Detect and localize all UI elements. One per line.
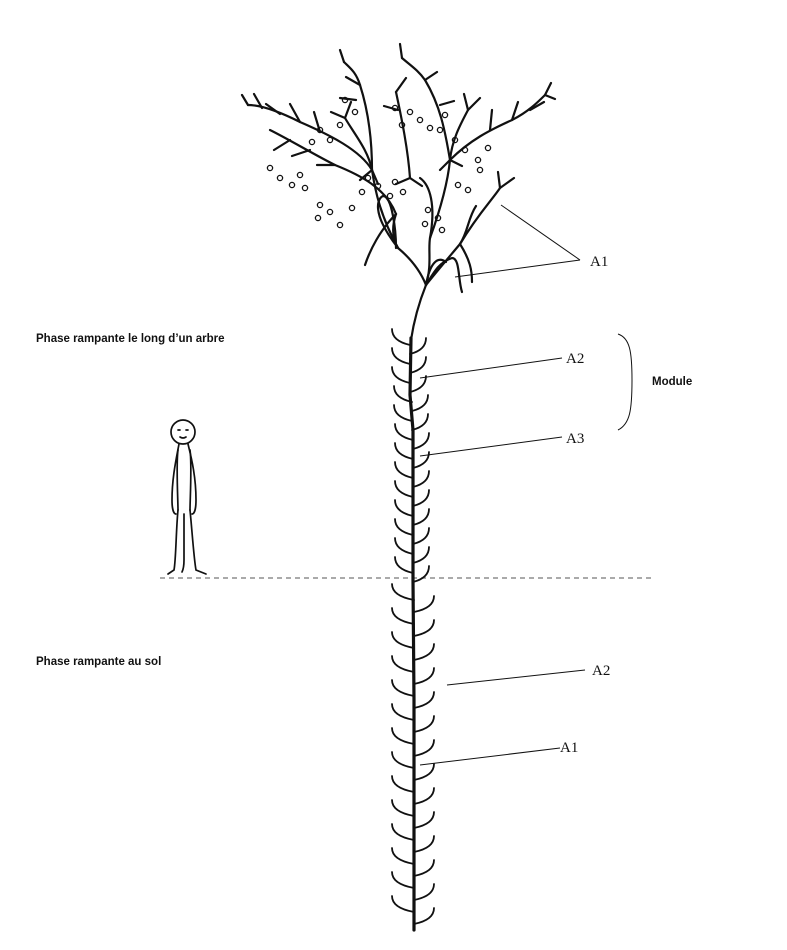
module-bracket [618,334,632,430]
stem-leaf [414,764,434,780]
main-stem [410,338,414,930]
stem-leaf [395,519,413,535]
stem-leaf [392,704,414,720]
stem-leaf [392,728,414,744]
stem-leaf [413,452,429,468]
stem-leaf [395,443,413,459]
stem-leaf [394,405,412,421]
stem-leaf [414,716,434,732]
stem-leaf [392,584,414,600]
stem-leaf [392,329,410,345]
stem-leaf [414,860,434,876]
stem-leaf [392,680,414,696]
stem-leaf [413,490,429,506]
phase-tree-label: Phase rampante le long d’un arbre [36,333,225,345]
stem-leaf [413,509,429,525]
label-ground-a2: A2 [592,663,610,679]
crown [242,44,555,340]
stem-leaf [392,872,414,888]
stem-leaf [414,596,434,612]
stem-leaf [414,692,434,708]
stem-leaf [414,884,434,900]
stem-leaf [392,367,410,383]
stem-leaf [392,752,414,768]
stem-leaf [413,547,429,563]
stem-leaf [414,620,434,636]
stem-leaf [413,433,429,449]
leader-lines [420,205,585,765]
stem-leaf [410,357,426,373]
stem-leaf [395,538,413,554]
stem-leaf [414,908,434,924]
label-ground-a1: A1 [560,740,578,756]
stem-leaf [414,668,434,684]
label-module-a2: A2 [566,351,584,367]
stem-leaf [410,376,426,392]
stem-leaf [392,824,414,840]
stem-leaf [392,776,414,792]
stem-leaf [392,348,410,364]
phase-ground-label: Phase rampante au sol [36,656,161,668]
stem-leaf [392,896,414,912]
human-figure [168,420,206,574]
stem-leaf [414,836,434,852]
stem-leaf [392,608,414,624]
stem-leaf [395,481,413,497]
stem-leaf [392,800,414,816]
stem-leaf [395,462,413,478]
stem-leaf [414,740,434,756]
stem-leaf [413,566,429,582]
stem-leaf [412,395,428,411]
stem-leaf [414,788,434,804]
stem-leaf [392,632,414,648]
label-crown-a1: A1 [590,254,608,270]
label-module: Module [652,376,692,388]
stem-leaf [392,848,414,864]
stem-leaf [414,644,434,660]
stem-leaf [395,500,413,516]
stem-leaf [414,812,434,828]
stem-leaf [395,557,413,573]
stem-leaf [395,424,413,440]
stem-leaf [413,528,429,544]
label-module-a3: A3 [566,431,584,447]
stem-leaf [413,471,429,487]
stem-leaf [392,656,414,672]
